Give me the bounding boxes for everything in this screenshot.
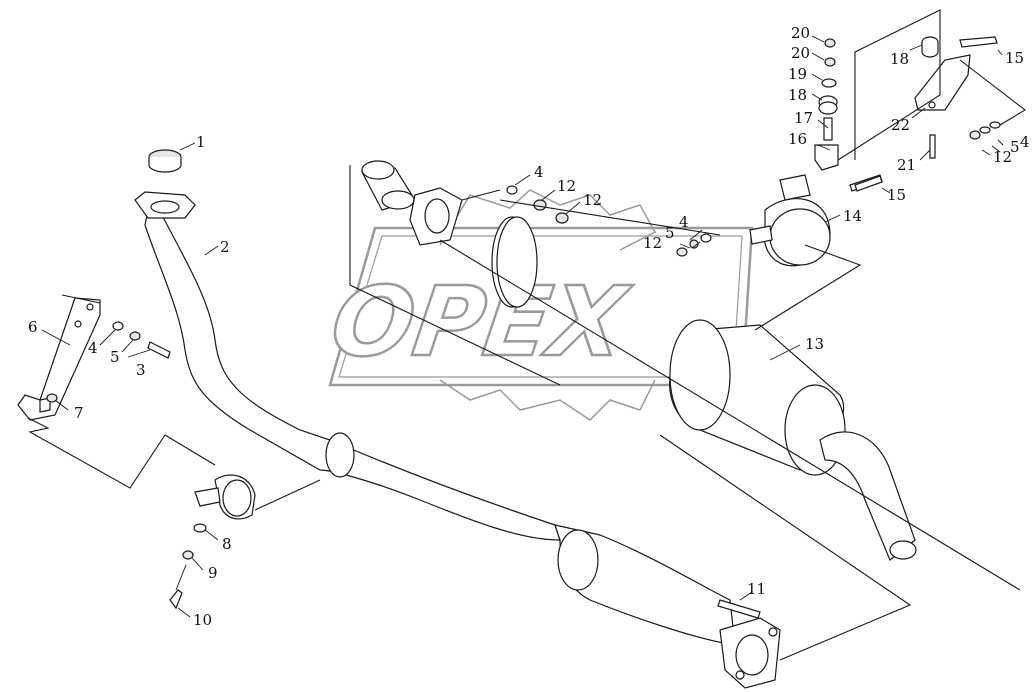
callout-1: 1 (196, 133, 206, 151)
pipe-bracket (17, 297, 101, 421)
callout-5: 5 (1010, 138, 1020, 156)
catalytic-converter (554, 524, 781, 689)
callout-6: 6 (28, 318, 38, 336)
opex-watermark: OPEX (324, 189, 754, 421)
callout-18: 18 (890, 50, 909, 68)
callout-15: 15 (887, 186, 906, 204)
callout-18: 18 (788, 86, 807, 104)
callout-8: 8 (222, 535, 232, 553)
callout-labels: 1 2 3 4 5 6 7 8 9 10 11 4 12 12 4 5 12 1… (28, 24, 1030, 629)
watermark-text: OPEX (325, 265, 637, 377)
callout-10: 10 (193, 611, 212, 629)
muffler-clamp (749, 174, 831, 267)
callout-22: 22 (891, 116, 910, 134)
assembly-lines (27, 9, 1026, 661)
callout-15: 15 (1005, 49, 1024, 67)
callout-9: 9 (208, 564, 218, 582)
leader-lines (41, 35, 1004, 618)
callout-17: 17 (794, 109, 813, 127)
hanger-stack (814, 38, 839, 171)
callout-2: 2 (220, 238, 230, 256)
callout-20: 20 (791, 44, 810, 62)
callout-13: 13 (805, 335, 824, 353)
callout-16: 16 (788, 130, 807, 148)
muffler (669, 319, 917, 561)
callout-4: 4 (1020, 133, 1030, 151)
callout-12: 12 (993, 148, 1012, 166)
callout-12: 12 (643, 234, 662, 252)
callout-12: 12 (583, 191, 602, 209)
callout-11: 11 (747, 580, 766, 598)
callout-5: 5 (110, 348, 120, 366)
rear-pipe-sleeve (361, 160, 538, 308)
callout-4: 4 (534, 163, 544, 181)
callout-7: 7 (74, 404, 84, 422)
callout-4: 4 (679, 213, 689, 231)
front-exhaust-pipe (134, 149, 561, 541)
callout-5: 5 (665, 224, 675, 242)
callout-21: 21 (897, 156, 916, 174)
callout-20: 20 (791, 24, 810, 42)
mount-bracket (849, 36, 1001, 192)
callout-19: 19 (788, 65, 807, 83)
pipe-clamp (169, 474, 256, 610)
callout-14: 14 (843, 207, 862, 225)
callout-12: 12 (557, 177, 576, 195)
callout-3: 3 (136, 361, 146, 379)
callout-4: 4 (88, 339, 98, 357)
